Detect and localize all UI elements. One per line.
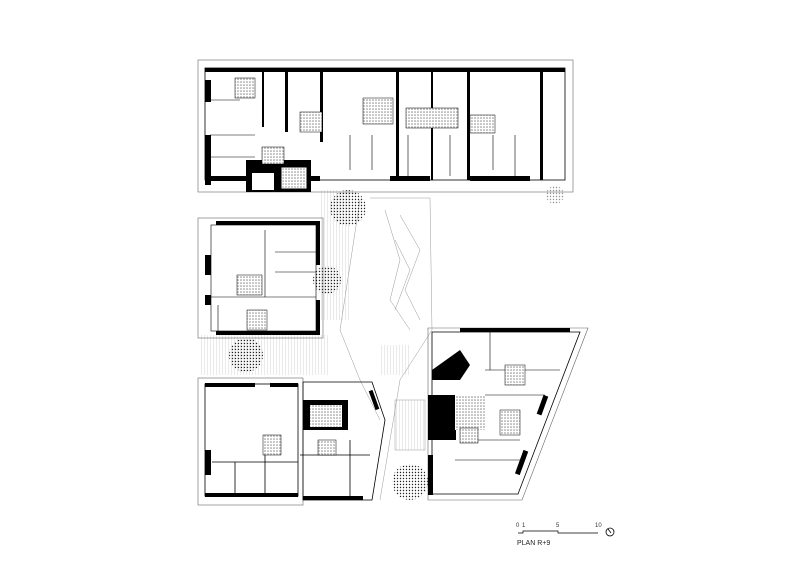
tree (392, 464, 428, 500)
scale-label: 5 (556, 523, 560, 529)
building-block-east (427, 327, 589, 501)
tree (330, 190, 366, 226)
tree (313, 266, 341, 294)
scale-label: 10 (595, 523, 602, 529)
scale-label: 1 (522, 523, 526, 529)
building-block-southwest (197, 377, 386, 506)
north-arrow-icon (605, 527, 615, 537)
tree (546, 186, 564, 204)
tree (229, 338, 263, 372)
building-block-west (197, 217, 324, 339)
scale-bar (518, 530, 598, 534)
scale-label: 0 (516, 523, 520, 529)
building-block-north (197, 59, 574, 193)
plan-title: PLAN R+9 (517, 540, 551, 547)
trees (229, 186, 564, 500)
